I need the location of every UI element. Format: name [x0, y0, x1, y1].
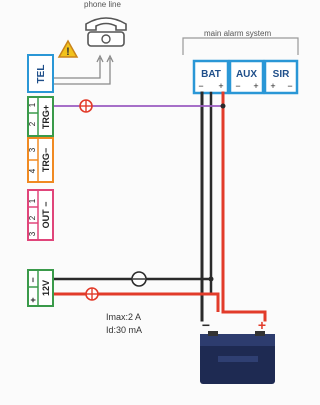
trg-plus-label: TRG+: [41, 105, 51, 129]
sir-label: SIR: [273, 69, 290, 80]
aux-plus: +: [253, 81, 258, 91]
trg-minus-terminal: 4 3 TRG−: [27, 137, 54, 183]
sir-plus: +: [270, 81, 275, 91]
trg-minus-pin-3: 3: [28, 147, 37, 152]
telephone-icon: [85, 17, 127, 47]
out-minus-pin-3: 3: [28, 231, 37, 236]
battery-plus-mark: +: [258, 317, 266, 333]
battery-minus-mark: −: [202, 317, 210, 333]
power-label: 12V: [41, 280, 51, 296]
battery: − +: [200, 317, 275, 384]
out-minus-terminal: 3 2 1 OUT −: [27, 189, 54, 241]
alarm-system-bracket: [182, 37, 299, 55]
tel-terminal: TEL: [27, 54, 54, 93]
main-wires: [200, 91, 267, 322]
bat-terminal: BAT − +: [192, 59, 230, 95]
trg-minus-pin-4: 4: [28, 168, 37, 173]
sir-minus: −: [287, 81, 292, 91]
bat-plus: +: [218, 81, 223, 91]
trg-plus-terminal: 2 1 TRG+: [27, 96, 54, 137]
aux-terminal: AUX − +: [228, 59, 265, 95]
power-terminal: + − 12V: [27, 269, 54, 307]
power-wires: [52, 271, 220, 312]
svg-text:!: !: [66, 46, 70, 58]
warning-icon: !: [57, 39, 79, 58]
phone-line-label: phone line: [84, 0, 121, 9]
out-minus-pin-2: 2: [28, 215, 37, 220]
trg-minus-label: TRG−: [41, 148, 51, 172]
aux-label: AUX: [236, 69, 257, 80]
sir-terminal: SIR + −: [263, 59, 299, 95]
resistor-icon: [131, 271, 147, 287]
trg-plus-wire: [53, 99, 226, 113]
trg-plus-pin-1: 1: [28, 102, 37, 107]
power-pin-plus: +: [28, 297, 38, 302]
alarm-system-label: main alarm system: [204, 29, 271, 38]
power-pin-minus: −: [28, 277, 38, 282]
aux-minus: −: [235, 81, 240, 91]
alarm-terminals: BAT − + AUX − + SIR + −: [192, 59, 299, 95]
out-minus-pin-1: 1: [28, 198, 37, 203]
id-spec: Id:30 mA: [106, 325, 142, 335]
imax-spec: Imax:2 A: [106, 312, 141, 322]
trg-plus-pin-2: 2: [28, 121, 37, 126]
out-minus-label: OUT −: [41, 202, 51, 229]
bat-minus: −: [198, 81, 203, 91]
fuse-icon-power: [85, 287, 99, 301]
phone-line-wires: [53, 54, 114, 85]
tel-label: TEL: [36, 65, 47, 84]
bat-label: BAT: [201, 69, 221, 80]
